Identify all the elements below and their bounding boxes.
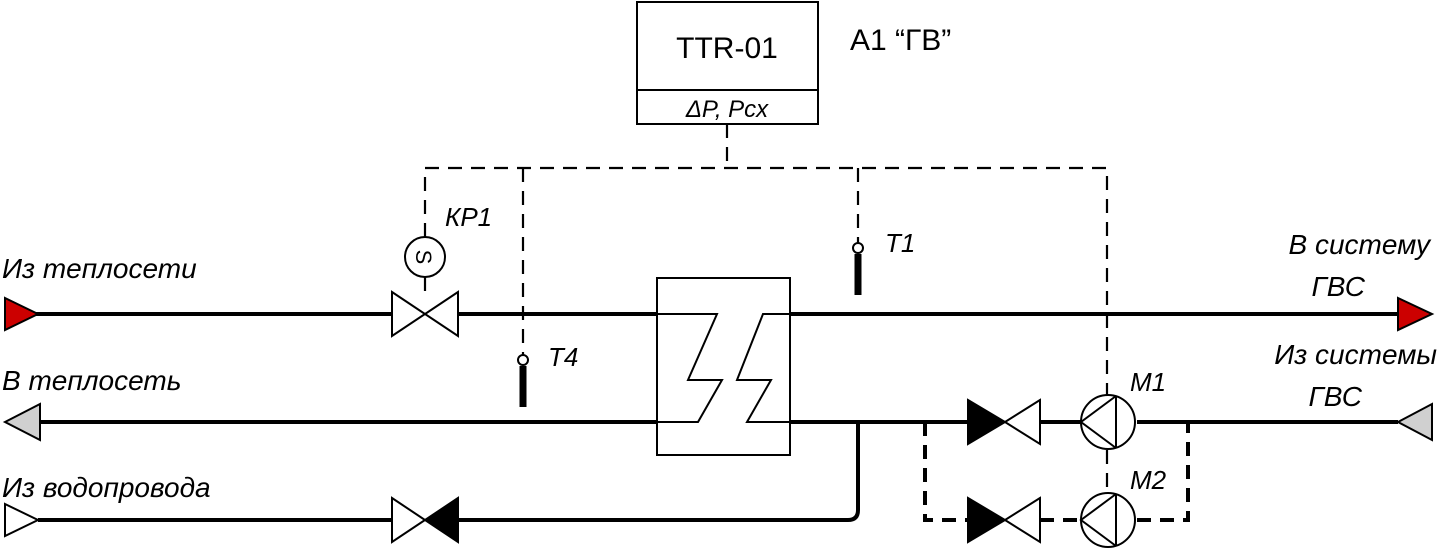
pump-m2[interactable] [1079, 492, 1136, 548]
return-outlet-arrow-icon [2, 402, 41, 442]
controller-ttr01: TTR-01 ΔP, Pcx [636, 1, 819, 125]
valve-label: КР1 [445, 202, 492, 232]
check-valve-2[interactable] [967, 496, 1041, 544]
sensor-t4-label: Т4 [548, 342, 578, 372]
pump-m1-label: М1 [1130, 367, 1166, 397]
supply-inlet-arrow-icon [4, 296, 41, 332]
sensor-t1-label: Т1 [885, 228, 915, 258]
solenoid-icon [404, 236, 446, 278]
solenoid-label: S [411, 250, 436, 265]
label-from-hws-1: Из системы [1274, 339, 1437, 370]
hws-outlet-arrow-icon [1397, 296, 1435, 332]
sensor-t4 [517, 354, 529, 407]
water-supply-pipe [38, 422, 860, 522]
label-from-hws-2: ГВС [1308, 381, 1362, 412]
sensor-t1 [852, 242, 864, 295]
water-inlet-arrow-icon [4, 502, 41, 538]
check-valve-water[interactable] [391, 496, 459, 544]
label-from-heating-network: Из теплосети [2, 253, 197, 284]
controller-designation: A1 “ГВ” [850, 24, 951, 57]
standby-pump-line [923, 422, 1190, 522]
label-from-water-supply: Из водопровода [2, 472, 211, 503]
heat-exchanger [656, 277, 791, 456]
controller-model: TTR-01 [676, 32, 778, 65]
controller-inputs: ΔP, Pcx [685, 96, 769, 123]
label-to-hws-2: ГВС [1311, 271, 1365, 302]
control-valve-kp1[interactable]: S [391, 236, 459, 338]
pump-m2-label: М2 [1130, 465, 1167, 495]
check-valve-1[interactable] [967, 398, 1041, 446]
label-to-hws-1: В систему [1289, 229, 1432, 260]
signal-lines [423, 124, 1109, 493]
hws-return-arrow-icon [1395, 402, 1433, 442]
label-to-heating-network: В теплосеть [2, 365, 181, 396]
pump-m1[interactable] [1079, 394, 1136, 450]
